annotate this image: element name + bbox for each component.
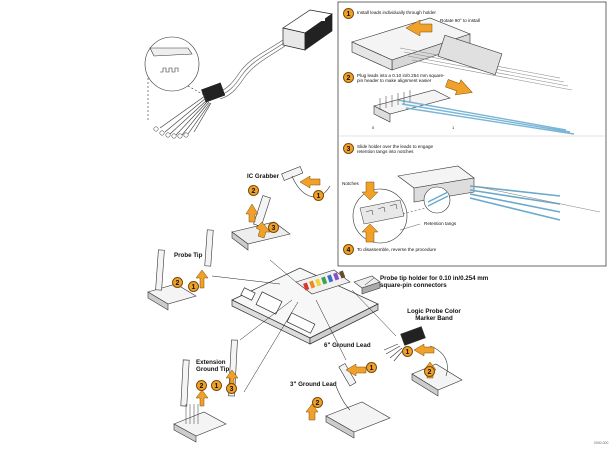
step3-text: Slide holder over the leads to engage re… [357,144,434,155]
color-marker-band-label: Logic Probe Color Marker Band [407,308,461,322]
figure-id: 0000-000 [594,441,608,445]
svg-text:1: 1 [452,125,455,130]
step3-callout: 3 [343,143,354,154]
retention-tangs-label: Retention tangs [424,221,457,226]
orange-arrow-icon [405,19,433,37]
holder-install-drawing [351,17,573,91]
cable-splitter [201,82,226,103]
notches-label: Notches [342,181,359,186]
tip-callout-2: 2 [172,277,183,288]
orange-arrow-icon [361,181,379,201]
ic-callout-3: 3 [268,222,279,233]
step2-callout: 2 [343,72,354,83]
magnified-tip-circle [144,36,207,122]
ribbon-magnifier [423,186,451,214]
ic-grabber-label: IC Grabber [247,173,279,180]
band-callout-1: 1 [402,346,413,357]
ground-lead-6-label: 6" Ground Lead [324,342,371,349]
step4-text: To disassemble, reverse the procedure [357,247,437,252]
band-install-drawing [383,326,463,397]
orange-arrow-icon [445,79,473,96]
ic-callout-2: 2 [248,185,259,196]
circuit-board-icon [231,267,379,345]
orange-arrow-icon [195,175,437,421]
ext-callout-1: 1 [211,380,222,391]
leader-lines [211,259,397,393]
tip-callout-1: 1 [188,281,199,292]
g3-callout-1: 1 [366,362,377,373]
retention-detail [359,199,405,225]
g3-callout-2: 2 [312,397,323,408]
ic-callout-1: 1 [313,190,324,201]
probe-tip-drawing [147,229,214,311]
step4-callout: 4 [343,244,354,255]
step1-callout: 1 [343,8,354,19]
ext-callout-3: 3 [226,383,237,394]
orange-arrow-icon [361,223,379,243]
connector-box-icon [282,9,333,51]
band-callout-2: 2 [424,366,435,377]
step2-text: Plug leads into a 0.10 in/0.254 mm squar… [357,73,445,84]
extension-tip-drawing [173,339,238,443]
probe-tip-label: Probe Tip [174,252,203,259]
probe-leads-fanout [159,95,212,136]
probe-tip-holder [353,275,381,295]
lead-sockets [153,126,189,139]
ground-lead-3-label: 3" Ground Lead [290,381,337,388]
probe-cable [215,39,286,100]
ground-lead-3-drawing [325,363,391,439]
svg-text:0: 0 [372,125,375,130]
step1-text: Install leads individually through holde… [357,10,436,15]
probe-tip-holder-label: Probe tip holder for 0.10 in/0.254 mm sq… [380,275,489,289]
header-alignment-drawing [373,89,575,135]
extension-ground-tip-label: Extension Ground Tip [196,359,230,373]
step1-rotate-note: Rotate 90° to install [440,18,480,23]
color-marker-bands [303,270,346,291]
ext-callout-2: 2 [196,380,207,391]
